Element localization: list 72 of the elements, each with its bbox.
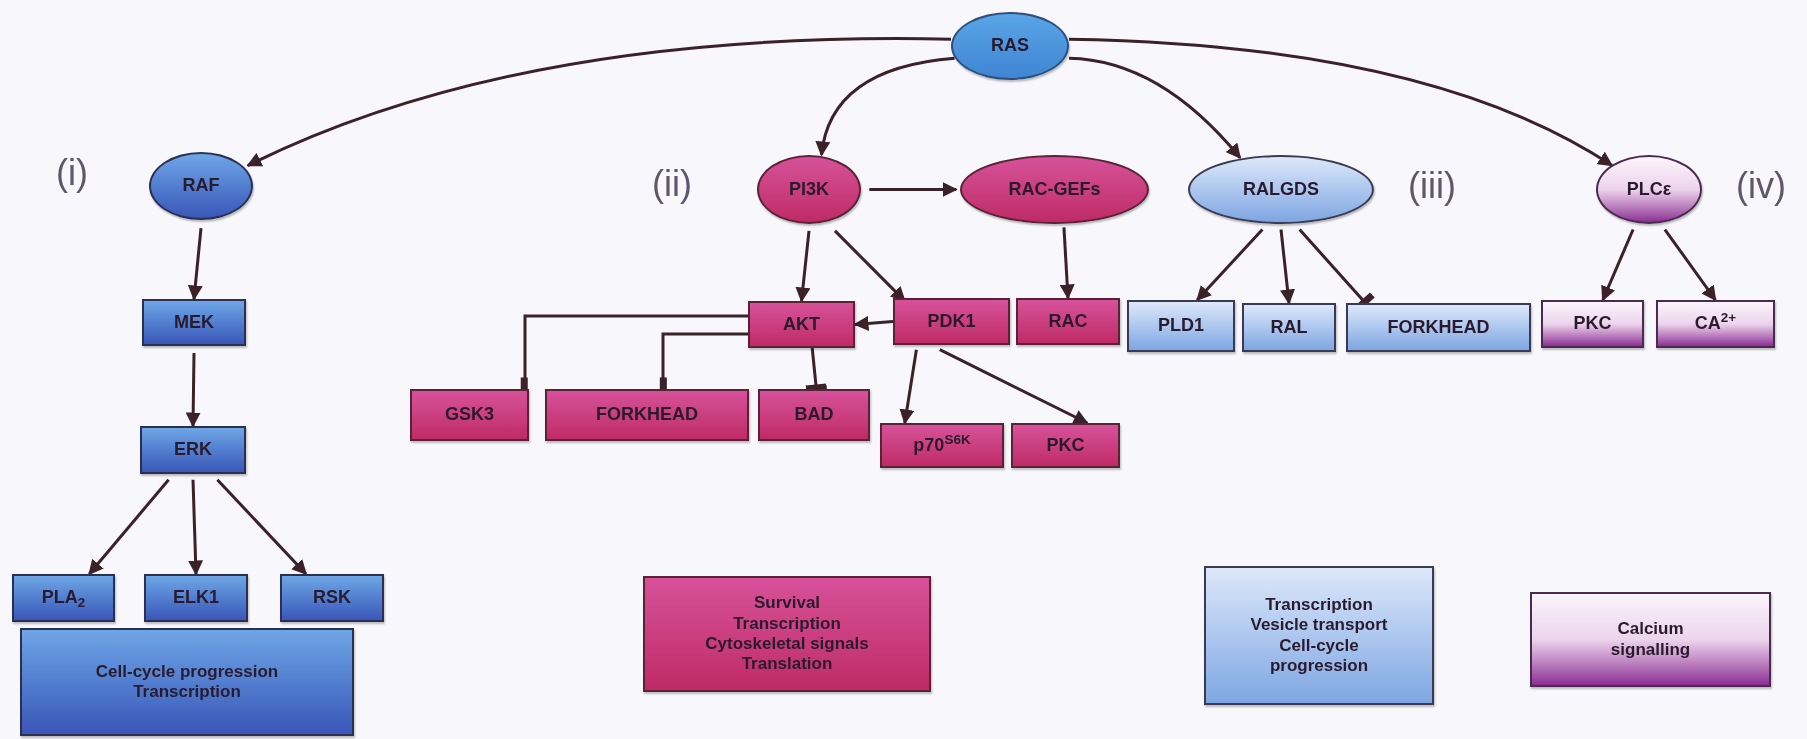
protein-box xyxy=(880,423,1004,468)
protein-box xyxy=(1011,423,1120,468)
node-text: PLD1 xyxy=(1158,315,1204,337)
protein-box xyxy=(758,389,870,441)
node-text: RAS xyxy=(991,35,1029,57)
protein-box xyxy=(1530,592,1771,687)
arrow xyxy=(1663,228,1717,302)
protein-box xyxy=(1127,300,1235,352)
arrow xyxy=(1059,227,1075,300)
pathway-label: (i) xyxy=(56,155,88,191)
node-text: PKC xyxy=(1573,313,1612,335)
node-text: PI3K xyxy=(789,178,829,201)
arrow xyxy=(246,37,951,167)
arrow xyxy=(185,353,201,428)
node-text: MEK xyxy=(174,311,214,334)
protein-box xyxy=(1656,300,1775,348)
node-text: GSK3 xyxy=(445,404,494,426)
node-text: ELK1 xyxy=(173,587,219,609)
arrow xyxy=(1279,229,1295,305)
arrow xyxy=(939,348,1089,425)
node-text: PLCε xyxy=(1626,178,1672,201)
protein-box xyxy=(1204,566,1434,705)
arrow xyxy=(188,479,204,576)
protein-box xyxy=(748,301,855,348)
pathway-label: (ii) xyxy=(652,166,692,202)
node-text: CA$^{2+}$ xyxy=(1694,313,1737,335)
pathway-label: (iii) xyxy=(1408,168,1456,204)
node-text: RAC xyxy=(1048,310,1088,333)
pathway-label: (iv) xyxy=(1736,168,1786,204)
protein-box xyxy=(12,574,115,622)
node-text: PKC xyxy=(1046,434,1085,457)
node-text: RAL xyxy=(1270,316,1308,339)
node-text: AKT xyxy=(783,313,820,336)
arrow xyxy=(187,228,203,301)
arrow xyxy=(899,349,918,425)
node-text: Survival Transcription Cytoskeletal signals Translation xyxy=(704,593,870,675)
arrow xyxy=(869,182,958,197)
protein-box xyxy=(142,299,246,346)
protein-box xyxy=(20,628,354,736)
protein-box xyxy=(1541,300,1644,348)
protein-ellipse xyxy=(1596,155,1702,224)
arrow xyxy=(1196,228,1264,302)
arrow xyxy=(795,230,811,303)
node-text: Transcription Vesicle transport Cell-cycle progression xyxy=(1249,594,1389,677)
protein-box xyxy=(545,389,749,441)
node-text: Calcium signalling xyxy=(1609,619,1692,660)
protein-box xyxy=(1242,303,1336,352)
arrow xyxy=(1068,37,1614,167)
protein-box xyxy=(893,298,1010,345)
node-text: Cell-cycle progression Transcription xyxy=(94,661,280,703)
node-text: FORKHEAD xyxy=(596,404,698,426)
node-text: ERK xyxy=(174,439,212,461)
node-text: RAC-GEFs xyxy=(1008,178,1101,201)
node-text: RALGDS xyxy=(1243,178,1319,201)
protein-box xyxy=(1016,298,1120,345)
node-text: PLA$_{2}$ xyxy=(41,587,86,609)
arrow xyxy=(216,478,308,576)
arrow xyxy=(816,56,955,157)
arrow xyxy=(88,478,170,576)
protein-box xyxy=(140,426,246,474)
protein-box xyxy=(144,574,248,622)
node-text: p70$^{S6K}$ xyxy=(913,434,971,457)
node-text: BAD xyxy=(794,404,834,426)
protein-box xyxy=(280,574,384,622)
node-text: PDK1 xyxy=(927,310,976,333)
protein-box xyxy=(1346,303,1531,352)
protein-box xyxy=(643,576,931,692)
node-text: RSK xyxy=(313,587,351,609)
node-text: FORKHEAD xyxy=(1387,316,1490,339)
arrow xyxy=(1601,228,1635,302)
protein-box xyxy=(410,389,529,441)
node-text: RAF xyxy=(182,175,220,197)
